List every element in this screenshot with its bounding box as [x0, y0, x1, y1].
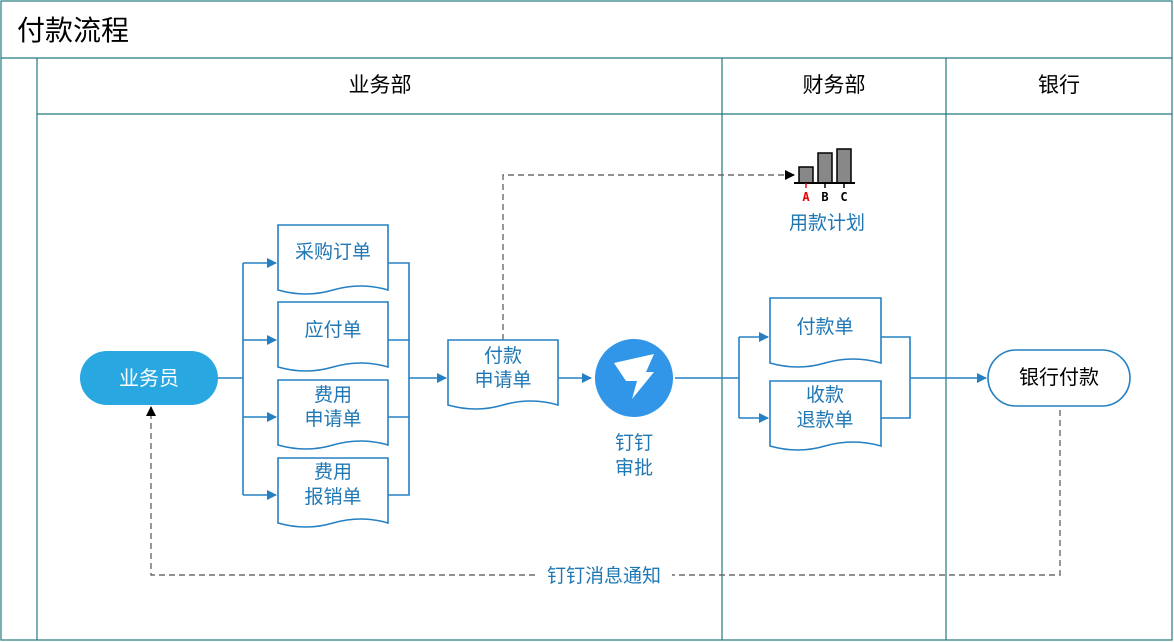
node-bank-payment-label: 银行付款 [1019, 365, 1099, 389]
lane-header-business: 业务部 [349, 73, 412, 97]
edge-notification-label: 钉钉消息通知 [547, 565, 661, 587]
node-receipt-refund-line1: 收款 [806, 384, 844, 406]
flow-connectors [218, 258, 987, 500]
node-purchase-order: 采购订单 [277, 224, 389, 295]
node-payment-request-line1: 付款 [484, 345, 522, 367]
edge-notification: 钉钉消息通知 [536, 563, 672, 587]
node-expense-claim: 费用 报销单 [277, 457, 389, 528]
node-fund-plan: A B C 用款计划 [789, 148, 865, 234]
node-expense-claim-line2: 报销单 [304, 486, 361, 508]
lane-header-finance: 财务部 [803, 73, 866, 97]
node-expense-request-line2: 申请单 [304, 408, 361, 430]
node-salesperson: 业务员 [80, 351, 218, 405]
node-bank-payment: 银行付款 [987, 349, 1131, 407]
node-receipt-refund: 收款 退款单 [769, 380, 882, 451]
bar-chart-abc-icon: A B C [794, 148, 855, 204]
node-payment-voucher: 付款单 [769, 297, 882, 368]
bar-label-b: B [821, 190, 828, 204]
lane-header-bank: 银行 [1038, 73, 1080, 97]
node-salesperson-label: 业务员 [119, 366, 179, 390]
node-receipt-refund-line2: 退款单 [796, 409, 853, 431]
dingtalk-logo-icon [595, 339, 673, 417]
diagram-title: 付款流程 [17, 14, 129, 47]
bar-label-a: A [802, 190, 810, 204]
node-fund-plan-label: 用款计划 [789, 212, 865, 234]
node-purchase-order-label: 采购订单 [295, 241, 371, 263]
node-payment-voucher-label: 付款单 [796, 316, 853, 338]
node-dingtalk-approval-line2: 审批 [615, 457, 653, 479]
node-payable-label: 应付单 [304, 319, 361, 341]
node-expense-request-line1: 费用 [314, 384, 352, 406]
node-expense-claim-line1: 费用 [314, 461, 352, 483]
dashed-connectors [146, 170, 1061, 576]
node-payable: 应付单 [277, 301, 389, 372]
node-expense-request: 费用 申请单 [277, 379, 389, 450]
node-payment-request: 付款 申请单 [447, 339, 559, 410]
bar-label-c: C [840, 190, 847, 204]
node-dingtalk-approval-line1: 钉钉 [615, 432, 653, 454]
node-payment-request-line2: 申请单 [474, 369, 531, 391]
node-dingtalk-approval: 钉钉 审批 [595, 339, 673, 479]
